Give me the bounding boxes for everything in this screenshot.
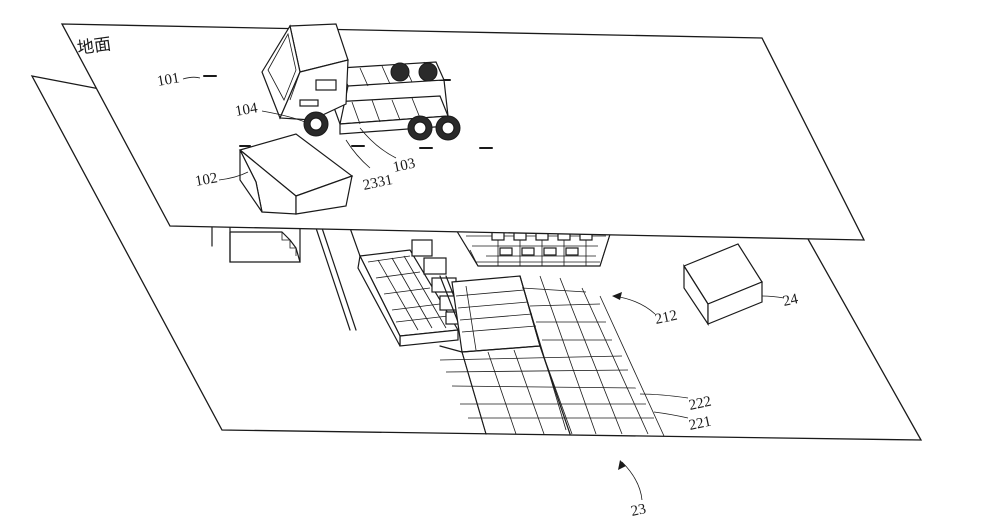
label-104: 104 — [234, 100, 259, 120]
label-221: 221 — [688, 414, 713, 434]
label-103: 103 — [392, 156, 417, 176]
lower-level-equipment — [211, 225, 763, 437]
truck — [261, 23, 461, 141]
box-24 — [683, 243, 763, 326]
truck-wheels — [303, 62, 461, 141]
ground-markings — [203, 75, 493, 149]
arrowheads — [612, 292, 626, 470]
ground-label: 地面 — [76, 34, 112, 59]
label-101: 101 — [156, 70, 181, 90]
label-2331: 2331 — [362, 172, 395, 194]
label-212: 212 — [654, 308, 679, 328]
label-222: 222 — [688, 394, 713, 414]
label-24: 24 — [782, 291, 800, 310]
label-23: 23 — [630, 501, 648, 520]
ground-plane — [60, 23, 866, 241]
box-102 — [238, 133, 354, 215]
floor-grid — [439, 275, 665, 437]
label-102: 102 — [194, 170, 219, 190]
reference-labels: 地面 101 104 102 2331 103 212 24 222 221 2… — [76, 34, 800, 519]
